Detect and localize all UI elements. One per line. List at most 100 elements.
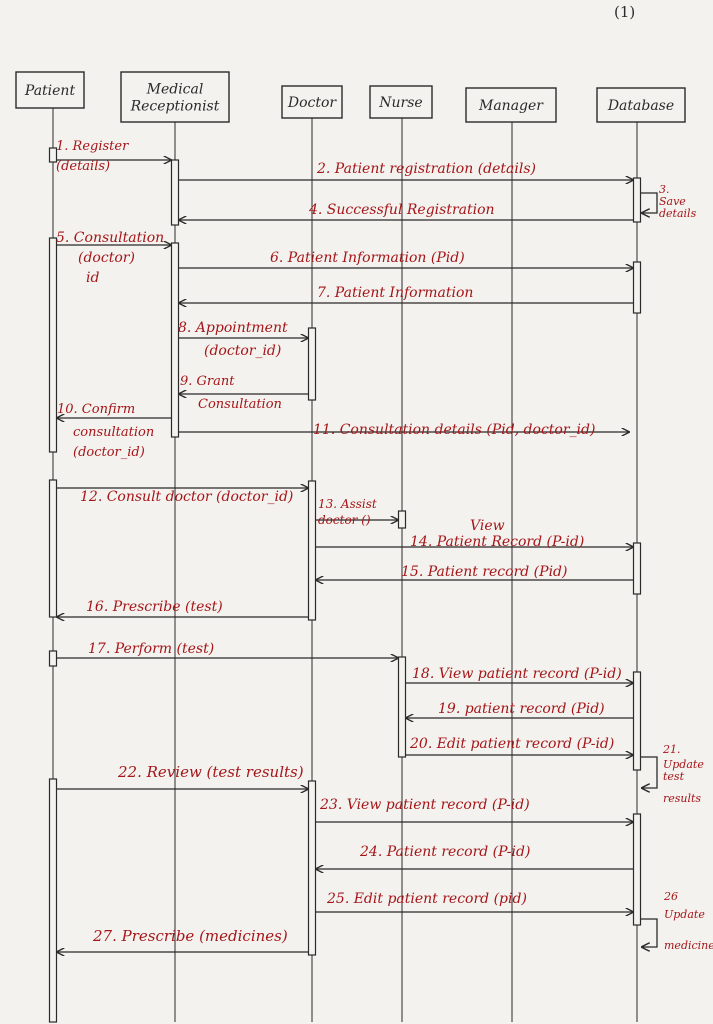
message-6: 6. Patient Information (Pid) bbox=[179, 250, 633, 268]
self-message-arrow bbox=[641, 756, 658, 788]
message-label: 13. Assist bbox=[318, 497, 377, 511]
actor-box bbox=[15, 71, 85, 109]
message-10: 10. Confirm consultation (doctor_id) bbox=[57, 402, 171, 460]
activation-bar bbox=[632, 177, 642, 223]
message-15: 15. Patient record (Pid) bbox=[316, 564, 633, 580]
actor-label: Patient bbox=[24, 83, 76, 99]
actor-box bbox=[465, 87, 557, 123]
message-label: 3. bbox=[659, 183, 670, 196]
message-5: 5. Consultation(doctor)id bbox=[56, 230, 171, 286]
message-23: 23. View patient record (P-id) bbox=[316, 797, 633, 822]
message-2: 2. Patient registration (details) bbox=[179, 161, 633, 180]
message-label: 8. Appointment bbox=[178, 320, 288, 336]
message-label: medicines bbox=[664, 939, 713, 952]
activation-bar bbox=[307, 780, 317, 956]
activation-bar bbox=[397, 510, 407, 529]
message-label: 9. Grant bbox=[180, 374, 235, 389]
message-27: 27. Prescribe (medicines) bbox=[57, 927, 308, 952]
message-label: View bbox=[470, 518, 505, 534]
message-label: 20. Edit patient record (P-id) bbox=[409, 736, 614, 752]
message-label: 6. Patient Information (Pid) bbox=[270, 250, 465, 266]
message-label: 21. bbox=[662, 743, 681, 756]
activation-bar bbox=[632, 671, 642, 771]
message-4: 4. Successful Registration bbox=[179, 202, 633, 220]
message-label: results bbox=[663, 792, 701, 805]
actor-box bbox=[596, 87, 686, 123]
message-label: 22. Review (test results) bbox=[117, 763, 304, 781]
message-label: 2. Patient registration (details) bbox=[316, 161, 536, 177]
message-label: (doctor_id) bbox=[73, 445, 145, 460]
message-label: 27. Prescribe (medicines) bbox=[92, 927, 288, 945]
activation-bar bbox=[48, 237, 58, 453]
message-17: 17. Perform (test) bbox=[57, 641, 398, 658]
actor-label: Medical bbox=[146, 82, 204, 98]
message-label: id bbox=[86, 270, 99, 286]
message-label: 19. patient record (Pid) bbox=[438, 701, 605, 717]
self-message-arrow bbox=[641, 918, 658, 947]
activation-bar bbox=[307, 327, 317, 401]
message-label: (doctor_id) bbox=[204, 343, 281, 359]
message-1: 1. Register (details) bbox=[56, 139, 171, 174]
message-label: 4. Successful Registration bbox=[308, 202, 495, 218]
actor-box bbox=[120, 71, 230, 123]
activation-bar bbox=[170, 242, 180, 438]
activation-bar bbox=[632, 542, 642, 595]
message-label: 14. Patient Record (P-id) bbox=[410, 534, 584, 550]
message-18: 18. View patient record (P-id) bbox=[406, 666, 633, 683]
message-8: 8. Appointment (doctor_id) bbox=[178, 320, 308, 359]
actor-database: Database bbox=[596, 87, 686, 123]
message-label: 12. Consult doctor (doctor_id) bbox=[80, 489, 293, 505]
message-label: test bbox=[663, 770, 685, 783]
message-label: 18. View patient record (P-id) bbox=[412, 666, 622, 682]
activation-bar bbox=[632, 261, 642, 314]
activation-bar bbox=[48, 650, 58, 667]
message-label: 17. Perform (test) bbox=[88, 641, 214, 657]
message-22: 22. Review (test results) bbox=[57, 763, 308, 789]
activation-bar bbox=[632, 813, 642, 926]
message-7: 7. Patient Information bbox=[179, 285, 633, 303]
message-25: 25. Edit patient record (pid) bbox=[316, 891, 633, 912]
message-label: (doctor) bbox=[78, 250, 135, 266]
message-label: 16. Prescribe (test) bbox=[86, 599, 223, 615]
actor-nurse: Nurse bbox=[369, 85, 433, 119]
message-label: Update bbox=[664, 908, 705, 921]
activation-bar bbox=[48, 778, 58, 1023]
message-label: consultation bbox=[73, 425, 154, 440]
message-label: 25. Edit patient record (pid) bbox=[326, 891, 527, 907]
self-message-arrow bbox=[641, 192, 658, 213]
actor-box bbox=[369, 85, 433, 119]
message-24: 24. Patient record (P-id) bbox=[316, 844, 633, 869]
actor-doctor: Doctor bbox=[281, 85, 343, 119]
page-number: (1) bbox=[614, 3, 636, 21]
message-label: 1. Register bbox=[56, 139, 129, 154]
actor-manager: Manager bbox=[465, 87, 557, 123]
message-label: 26 bbox=[663, 890, 678, 903]
message-label: doctor () bbox=[318, 513, 371, 527]
message-16: 16. Prescribe (test) bbox=[57, 599, 308, 617]
message-label: (details) bbox=[56, 159, 110, 174]
actor-label: Database bbox=[607, 98, 674, 114]
message-13: 13. Assist doctor () bbox=[316, 497, 398, 527]
activation-bar bbox=[48, 147, 58, 163]
message-label: 24. Patient record (P-id) bbox=[359, 844, 530, 860]
actor-label: Doctor bbox=[287, 95, 338, 111]
message-20: 20. Edit patient record (P-id) bbox=[406, 736, 633, 755]
message-label: 7. Patient Information bbox=[317, 285, 473, 301]
message-label: 23. View patient record (P-id) bbox=[319, 797, 530, 813]
activation-bar bbox=[48, 479, 58, 618]
message-12: 12. Consult doctor (doctor_id) bbox=[57, 488, 308, 505]
actor-patient: Patient bbox=[15, 71, 85, 109]
actor-label: Nurse bbox=[378, 95, 422, 111]
message-label: details bbox=[659, 207, 697, 220]
message-label: 10. Confirm bbox=[57, 402, 135, 417]
message-label: Consultation bbox=[198, 397, 282, 412]
activation-bar bbox=[170, 159, 180, 226]
actor-label: Manager bbox=[478, 98, 544, 114]
